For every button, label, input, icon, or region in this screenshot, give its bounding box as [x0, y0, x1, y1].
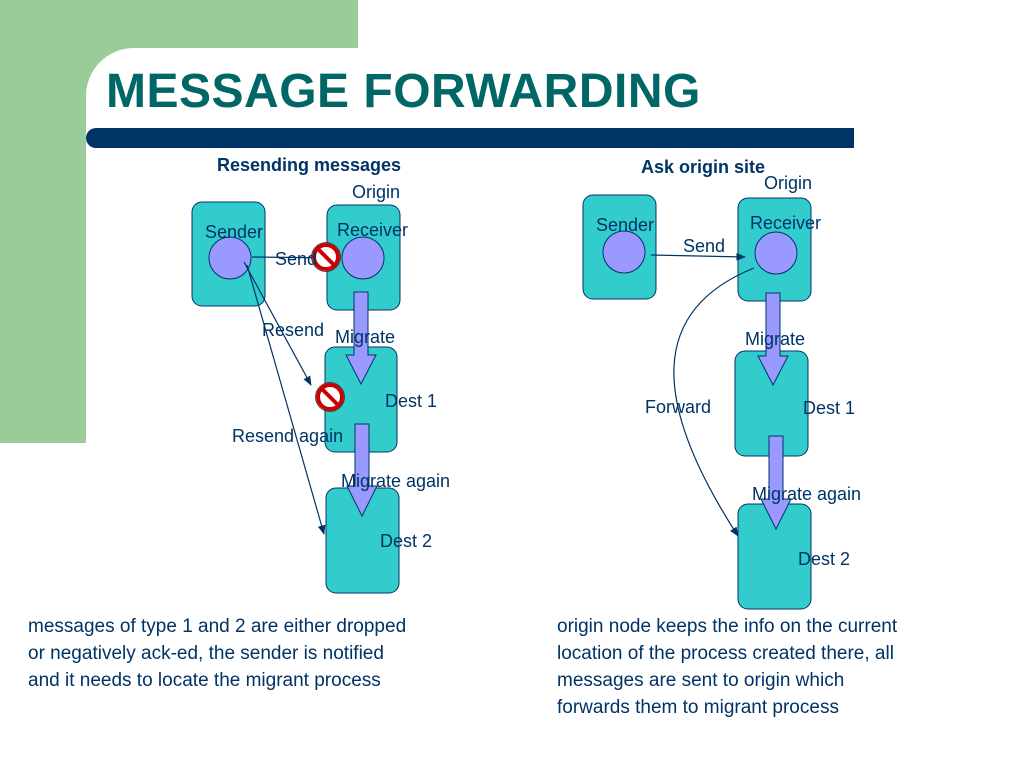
- left-origin-label: Origin: [352, 182, 400, 202]
- right-forward-label: Forward: [645, 397, 711, 417]
- left-send-label: Send: [275, 249, 317, 269]
- left-blocked-send-icon: [311, 242, 341, 272]
- right-heading: Ask origin site: [641, 157, 765, 177]
- right-send-label: Send: [683, 236, 725, 256]
- left-caption: messages of type 1 and 2 are either drop…: [28, 613, 498, 694]
- left-sender-label: Sender: [205, 222, 263, 242]
- right-sender-label: Sender: [596, 215, 654, 235]
- right-migrate-again-arrow: [760, 435, 792, 531]
- left-diagram: Resending messages Origin Sender Receive…: [191, 155, 450, 594]
- right-send-arrow: [650, 252, 746, 261]
- content-panel: [86, 48, 1024, 768]
- right-dest2-label: Dest 2: [798, 549, 850, 569]
- left-resend-arrow: [243, 261, 312, 386]
- right-origin-label: Origin: [764, 173, 812, 193]
- left-dest2-label: Dest 2: [380, 531, 432, 551]
- left-caption-line: messages of type 1 and 2 are either drop…: [28, 616, 407, 637]
- left-migrate-label: Migrate: [335, 327, 395, 347]
- left-dest1-label: Dest 1: [385, 391, 437, 411]
- left-resend-again-label: Resend again: [232, 426, 343, 446]
- right-caption: origin node keeps the info on the curren…: [557, 613, 997, 721]
- slide-title: MESSAGE FORWARDING: [106, 65, 701, 118]
- right-caption-line: forwards them to migrant process: [557, 697, 839, 718]
- right-diagram: Ask origin site Origin Sender Receiver S…: [582, 157, 861, 610]
- right-caption-line: messages are sent to origin which: [557, 670, 845, 691]
- left-receiver-process-circle: [341, 236, 385, 280]
- right-forward-arrow: [673, 267, 755, 537]
- left-blocked-resend-icon: [315, 382, 345, 412]
- left-migrate-again-label: Migrate again: [341, 471, 450, 491]
- title-underline-bar: [86, 128, 854, 148]
- right-sender-process-circle: [602, 230, 646, 274]
- right-migrate-arrow: [757, 292, 789, 387]
- left-resend-again-arrow: [246, 264, 326, 535]
- right-migrate-label: Migrate: [745, 329, 805, 349]
- right-caption-line: location of the process created there, a…: [557, 643, 894, 664]
- left-sender-process-circle: [208, 236, 252, 280]
- left-heading: Resending messages: [217, 155, 401, 175]
- right-receiver-process-circle: [754, 231, 798, 275]
- right-receiver-label: Receiver: [750, 213, 821, 233]
- right-dest1-label: Dest 1: [803, 398, 855, 418]
- left-migrate-arrow: [345, 291, 377, 386]
- left-caption-line: or negatively ack-ed, the sender is noti…: [28, 643, 384, 664]
- left-caption-line: and it needs to locate the migrant proce…: [28, 670, 381, 691]
- left-resend-label: Resend: [262, 320, 324, 340]
- right-caption-line: origin node keeps the info on the curren…: [557, 616, 898, 637]
- left-migrate-again-arrow: [346, 423, 378, 518]
- left-receiver-label: Receiver: [337, 220, 408, 240]
- right-migrate-again-label: Migrate again: [752, 484, 861, 504]
